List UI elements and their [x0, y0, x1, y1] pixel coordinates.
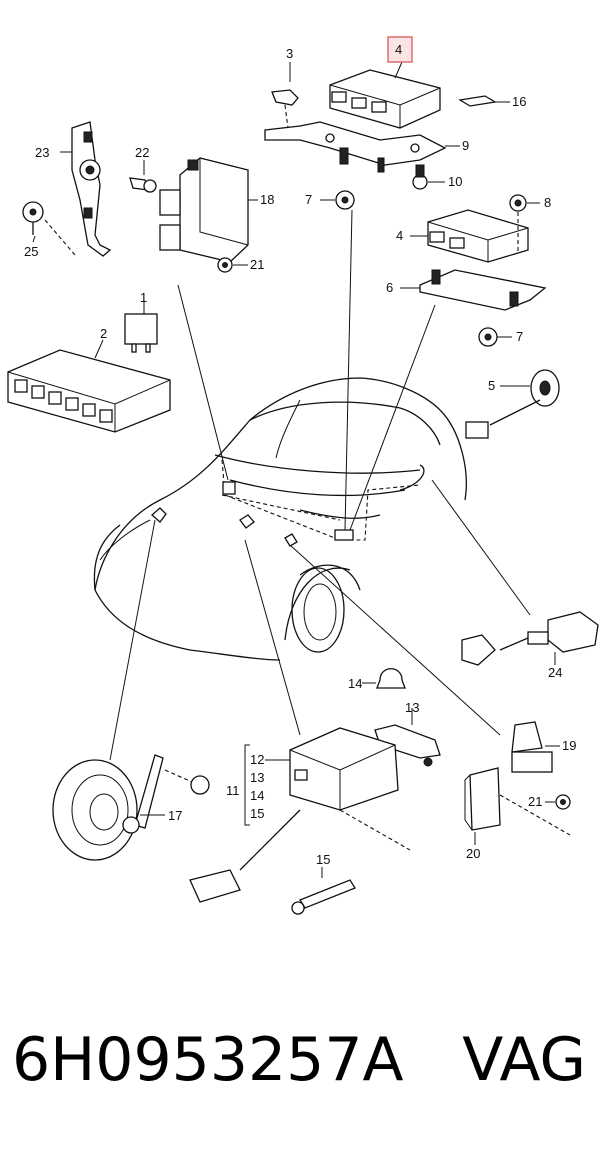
callout-15-group[interactable]: 15	[250, 806, 264, 821]
screw-22	[129, 160, 157, 193]
callout-25[interactable]: 25	[24, 244, 38, 259]
callout-labels: 4 3 16 9 10 7 8 4 6 7 5 23 22 18 25 21 1…	[24, 42, 576, 867]
car-outline	[93, 377, 467, 661]
switch-unit-12	[189, 727, 399, 903]
callout-5[interactable]: 5	[488, 378, 495, 393]
callout-7-mid[interactable]: 7	[516, 329, 523, 344]
callout-21-bottom[interactable]: 21	[528, 794, 542, 809]
bracket-9	[264, 121, 460, 173]
callout-14[interactable]: 14	[348, 676, 362, 691]
callout-3[interactable]: 3	[286, 46, 293, 61]
bolt-10	[412, 164, 445, 190]
bracket-23	[60, 121, 112, 257]
callout-10[interactable]: 10	[448, 174, 462, 189]
nut-21a	[217, 257, 248, 273]
part-number-label: 6H0953257A	[12, 1025, 404, 1095]
callout-24[interactable]: 24	[548, 665, 562, 680]
parts-diagram: 4 3 16 9 10 7 8 4 6 7 5 23 22 18 25 21 1…	[7, 36, 599, 915]
caption: 6H0953257A VAG	[12, 1025, 592, 1105]
leader-lines	[109, 209, 531, 761]
connector-24	[461, 611, 599, 666]
nut-8	[509, 194, 540, 252]
control-unit-18	[159, 157, 258, 263]
callout-8[interactable]: 8	[544, 195, 551, 210]
callout-9[interactable]: 9	[462, 138, 469, 153]
callout-4[interactable]: 4	[395, 42, 402, 57]
callout-13[interactable]: 13	[405, 700, 419, 715]
module-4-top	[329, 61, 441, 129]
sensor-5	[465, 369, 560, 439]
horn-17	[52, 754, 210, 861]
callout-4-highlight	[387, 36, 413, 63]
module-4-mid	[410, 209, 529, 263]
nut-7-mid	[478, 327, 512, 347]
clip-16	[458, 95, 510, 107]
callout-11[interactable]: 11	[226, 783, 240, 798]
bracket-6	[400, 269, 547, 311]
nut-7-top	[320, 190, 355, 210]
nut-21b	[545, 794, 571, 810]
callout-18[interactable]: 18	[260, 192, 274, 207]
screw-25	[22, 201, 76, 256]
switch-19	[511, 721, 560, 773]
relay-1	[124, 300, 158, 353]
callout-19[interactable]: 19	[562, 738, 576, 753]
callout-7-top[interactable]: 7	[305, 192, 312, 207]
bolt-15	[291, 809, 411, 915]
relay-carrier-2	[7, 339, 171, 433]
callout-6[interactable]: 6	[386, 280, 393, 295]
callout-4-mid[interactable]: 4	[396, 228, 403, 243]
callout-13-group[interactable]: 13	[250, 770, 264, 785]
brand-label: VAG	[462, 1025, 586, 1095]
callout-15[interactable]: 15	[316, 852, 330, 867]
callout-1[interactable]: 1	[140, 290, 147, 305]
callout-2[interactable]: 2	[100, 326, 107, 341]
callout-14-group[interactable]: 14	[250, 788, 264, 803]
callout-16[interactable]: 16	[512, 94, 526, 109]
callout-23[interactable]: 23	[35, 145, 49, 160]
car-mounted-parts	[151, 481, 354, 547]
callout-12[interactable]: 12	[250, 752, 264, 767]
callout-20[interactable]: 20	[466, 846, 480, 861]
callout-17[interactable]: 17	[168, 808, 182, 823]
callout-22[interactable]: 22	[135, 145, 149, 160]
callout-21-top[interactable]: 21	[250, 257, 264, 272]
cap-14	[362, 668, 406, 689]
clip-3	[271, 62, 299, 129]
bracket-20	[464, 767, 571, 845]
